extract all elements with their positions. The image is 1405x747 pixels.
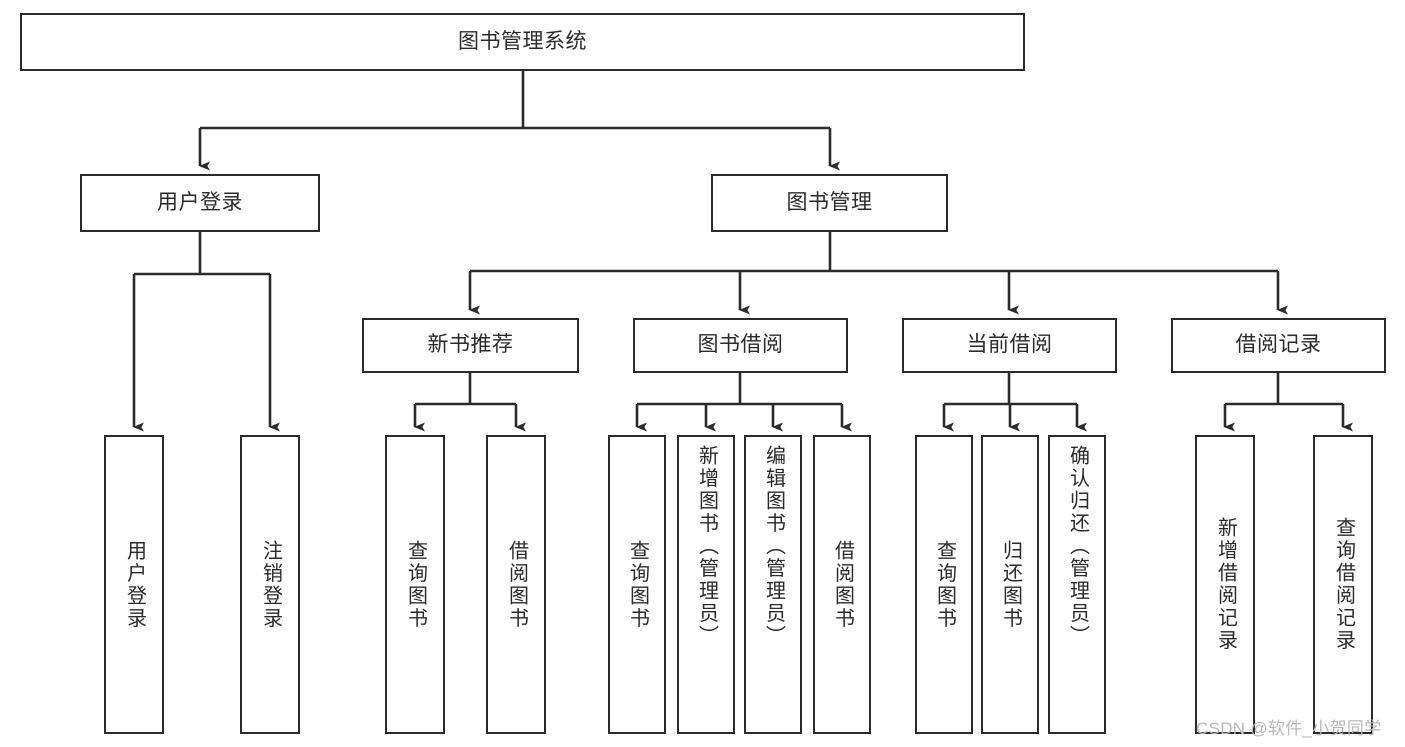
node-book-manage[interactable]: 图书管理 xyxy=(711,174,948,232)
node-leaf-bb-query[interactable]: 查询图书 xyxy=(608,435,666,734)
node-leaf-cb-query-label: 查询图书 xyxy=(933,539,956,630)
node-leaf-bb-add-label: 新增图书（管理员） xyxy=(695,445,718,648)
node-leaf-cb-confirm-label: 确认归还（管理员） xyxy=(1066,445,1089,648)
node-leaf-cb-confirm[interactable]: 确认归还（管理员） xyxy=(1048,435,1106,734)
node-user-login-label: 用户登录 xyxy=(157,190,243,214)
node-leaf-user-logout-label: 注销登录 xyxy=(259,539,282,630)
node-book-borrow[interactable]: 图书借阅 xyxy=(633,318,848,373)
node-borrow-record-label: 借阅记录 xyxy=(1235,333,1322,357)
node-leaf-cb-return[interactable]: 归还图书 xyxy=(981,435,1039,734)
node-leaf-bb-borrow[interactable]: 借阅图书 xyxy=(813,435,871,734)
csdn-watermark: CSDN @软件_小贺同学 xyxy=(1196,719,1382,738)
node-leaf-user-logout[interactable]: 注销登录 xyxy=(240,435,300,734)
node-current-borrow[interactable]: 当前借阅 xyxy=(902,318,1117,373)
node-leaf-bb-add[interactable]: 新增图书（管理员） xyxy=(677,435,735,734)
node-leaf-cb-query[interactable]: 查询图书 xyxy=(915,435,973,734)
node-leaf-br-query[interactable]: 查询借阅记录 xyxy=(1313,435,1373,734)
node-leaf-rec-query[interactable]: 查询图书 xyxy=(385,435,445,734)
node-leaf-bb-borrow-label: 借阅图书 xyxy=(831,539,854,630)
node-leaf-bb-edit-label: 编辑图书（管理员） xyxy=(762,445,785,648)
node-root[interactable]: 图书管理系统 xyxy=(20,13,1025,71)
node-leaf-cb-return-label: 归还图书 xyxy=(999,539,1022,630)
node-leaf-bb-query-label: 查询图书 xyxy=(626,539,649,630)
node-current-borrow-label: 当前借阅 xyxy=(966,333,1053,357)
node-leaf-rec-borrow[interactable]: 借阅图书 xyxy=(486,435,546,734)
node-user-login[interactable]: 用户登录 xyxy=(80,174,320,232)
node-book-manage-label: 图书管理 xyxy=(786,190,873,214)
node-leaf-bb-edit[interactable]: 编辑图书（管理员） xyxy=(744,435,802,734)
node-leaf-br-query-label: 查询借阅记录 xyxy=(1332,517,1355,652)
node-borrow-record[interactable]: 借阅记录 xyxy=(1171,318,1386,373)
node-leaf-user-login[interactable]: 用户登录 xyxy=(104,435,164,734)
node-new-book-rec-label: 新书推荐 xyxy=(427,333,514,357)
node-root-label: 图书管理系统 xyxy=(458,29,587,53)
node-leaf-br-add[interactable]: 新增借阅记录 xyxy=(1195,435,1255,734)
node-new-book-rec[interactable]: 新书推荐 xyxy=(362,318,579,373)
node-leaf-user-login-label: 用户登录 xyxy=(123,539,146,630)
node-leaf-rec-query-label: 查询图书 xyxy=(404,539,427,630)
node-leaf-rec-borrow-label: 借阅图书 xyxy=(505,539,528,630)
node-leaf-br-add-label: 新增借阅记录 xyxy=(1214,517,1237,652)
node-book-borrow-label: 图书借阅 xyxy=(697,333,784,357)
